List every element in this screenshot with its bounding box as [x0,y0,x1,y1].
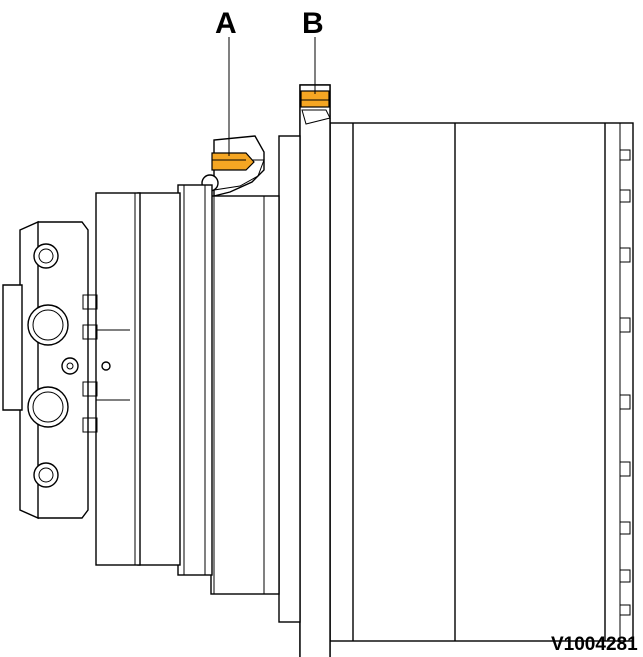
reference-code: V1004281 [551,634,638,655]
callout-label-a: A [215,7,237,40]
drum-edge-notches [620,149,631,616]
motor-end-block [2,220,130,520]
highlight-parts [211,90,330,171]
callout-label-b: B [302,7,324,40]
gear-section [95,184,213,576]
part-a-highlight [211,152,255,171]
flange [278,84,331,657]
motor-housing [201,135,280,595]
drum-body [329,122,634,642]
